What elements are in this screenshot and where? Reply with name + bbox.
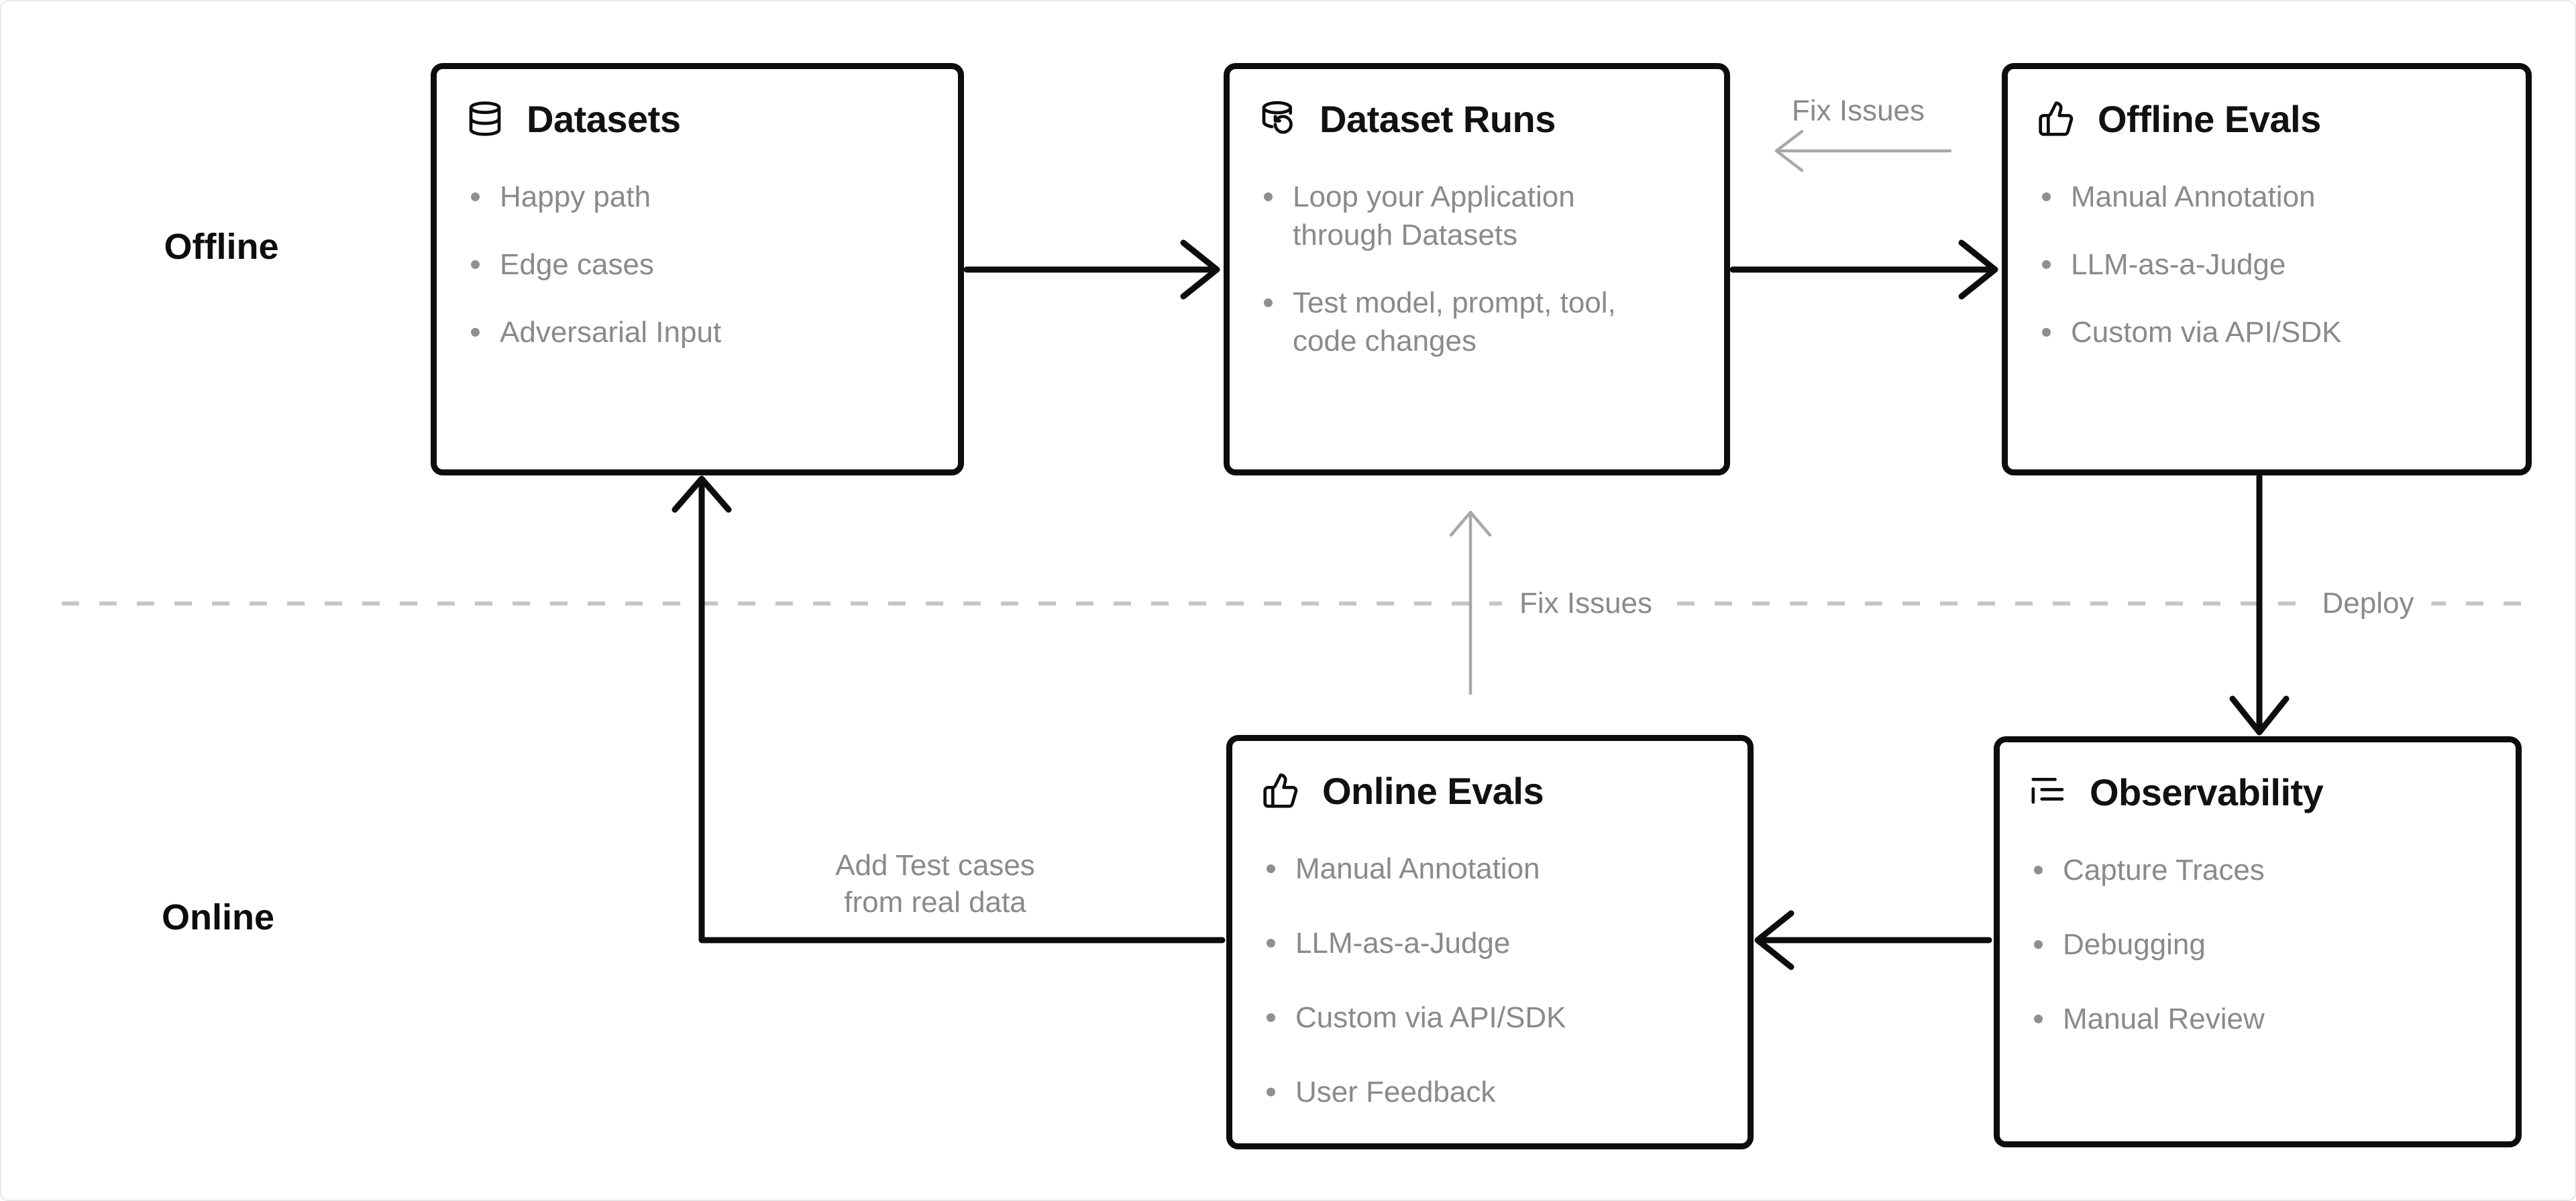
add-test-cases-label: Add Test cases from real data — [835, 849, 1035, 919]
arrow-fix-issues-top — [1774, 129, 1952, 172]
thumbs-up-icon — [1263, 773, 1298, 808]
arrow-datasets-to-dataset-runs — [963, 239, 1220, 300]
thumbs-up-icon — [2039, 101, 2074, 136]
online-evals-box: Online Evals Manual Annotation LLM-as-a-… — [1226, 735, 1754, 1149]
online-section-label: Online — [161, 897, 275, 937]
offline-evals-item-list: Manual Annotation LLM-as-a-Judge Custom … — [2037, 178, 2496, 351]
fix-issues-top-label: Fix Issues — [1791, 94, 1925, 127]
list-item: Loop your Application through Datasets — [1259, 178, 1695, 254]
online-evals-item-list: Manual Annotation LLM-as-a-Judge Custom … — [1262, 850, 1718, 1111]
database-refresh-icon — [1262, 101, 1293, 134]
datasets-title-row: Datasets — [466, 93, 928, 144]
arrow-observability-to-online-evals — [1754, 910, 1992, 970]
list-item: Manual Annotation — [2037, 178, 2496, 216]
box-title: Observability — [2090, 770, 2324, 813]
list-item: Test model, prompt, tool, code changes — [1259, 284, 1695, 360]
deploy-label: Deploy — [2304, 583, 2432, 624]
list-item: LLM-as-a-Judge — [1262, 924, 1718, 962]
list-item: LLM-as-a-Judge — [2037, 245, 2496, 284]
list-item: User Feedback — [1262, 1073, 1718, 1111]
logs-icon — [2031, 778, 2064, 804]
observability-item-list: Capture Traces Debugging Manual Review — [2029, 851, 2486, 1038]
online-evals-title-row: Online Evals — [1262, 765, 1718, 816]
offline-evals-title-row: Offline Evals — [2037, 93, 2496, 144]
arrow-online-evals-to-datasets — [672, 475, 1226, 943]
offline-section-label: Offline — [164, 227, 279, 267]
observability-box: Observability Capture Traces Debugging M… — [1994, 736, 2522, 1147]
arrow-fix-issues-middle — [1449, 510, 1492, 695]
datasets-item-list: Happy path Edge cases Adversarial Input — [466, 178, 928, 351]
list-item: Debugging — [2029, 925, 2486, 964]
dataset-runs-item-list: Loop your Application through Datasets T… — [1259, 178, 1695, 360]
arrow-offline-evals-to-observability — [2229, 473, 2290, 736]
list-item: Custom via API/SDK — [1262, 998, 1718, 1037]
arrow-dataset-runs-to-offline-evals — [1729, 239, 1998, 300]
list-item: Capture Traces — [2029, 851, 2486, 889]
box-title: Offline Evals — [2098, 97, 2321, 140]
observability-title-row: Observability — [2029, 766, 2486, 817]
list-item: Custom via API/SDK — [2037, 313, 2496, 351]
list-item: Manual Annotation — [1262, 850, 1718, 888]
list-item: Happy path — [466, 178, 928, 216]
box-title: Datasets — [527, 97, 681, 140]
fix-issues-middle-label: Fix Issues — [1501, 583, 1670, 624]
list-item: Edge cases — [466, 245, 928, 284]
offline-evals-box: Offline Evals Manual Annotation LLM-as-a… — [2002, 63, 2532, 475]
box-title: Online Evals — [1322, 769, 1544, 812]
list-item: Adversarial Input — [466, 313, 928, 351]
dataset-runs-box: Dataset Runs Loop your Application throu… — [1224, 63, 1730, 475]
datasets-box: Datasets Happy path Edge cases Adversari… — [431, 63, 964, 475]
list-item: Manual Review — [2029, 1000, 2486, 1038]
database-icon — [469, 101, 501, 136]
dataset-runs-title-row: Dataset Runs — [1259, 93, 1695, 144]
box-title: Dataset Runs — [1320, 97, 1556, 140]
